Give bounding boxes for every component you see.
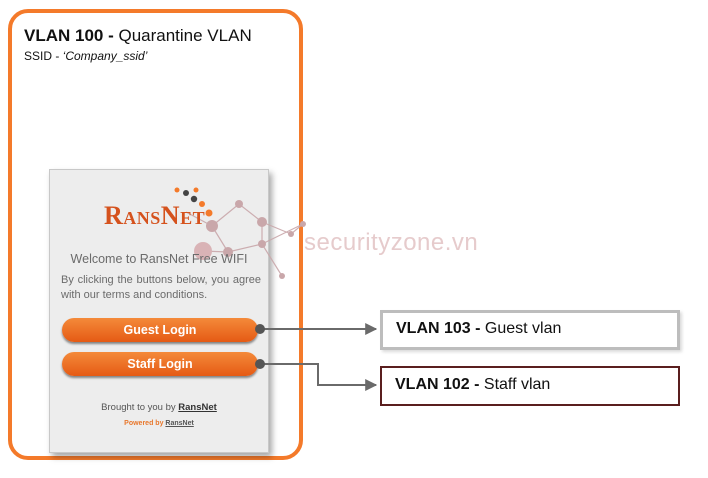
- quarantine-vlan-group: [8, 9, 303, 460]
- ransnet-logo: RANSNET: [104, 201, 206, 230]
- powered-by-text: Powered by RansNet: [124, 420, 194, 427]
- portal-welcome-text: Welcome to RansNet Free WIFI: [70, 252, 248, 266]
- vlan-102-staff-box: VLAN 102 - Staff vlan: [380, 366, 680, 406]
- vlan-103-guest-box: VLAN 103 - Guest vlan: [380, 310, 680, 350]
- watermark-text: securityzone.vn: [304, 229, 479, 256]
- portal-terms-text: By clicking the buttons below, you agree…: [61, 274, 261, 301]
- vlan-100-title: VLAN 100 - Quarantine VLAN: [24, 26, 252, 45]
- staff-arrow-start: [255, 359, 265, 369]
- captive-portal-panel: [49, 169, 269, 453]
- brought-by-text: Brought to you by RansNet: [101, 402, 217, 413]
- vlan-100-ssid: SSID - ‘Company_ssid’: [24, 49, 148, 63]
- guest-arrow-start: [255, 324, 265, 334]
- guest-login-button[interactable]: Guest Login: [62, 318, 258, 342]
- staff-arrow: [260, 363, 378, 391]
- staff-login-button[interactable]: Staff Login: [62, 352, 258, 376]
